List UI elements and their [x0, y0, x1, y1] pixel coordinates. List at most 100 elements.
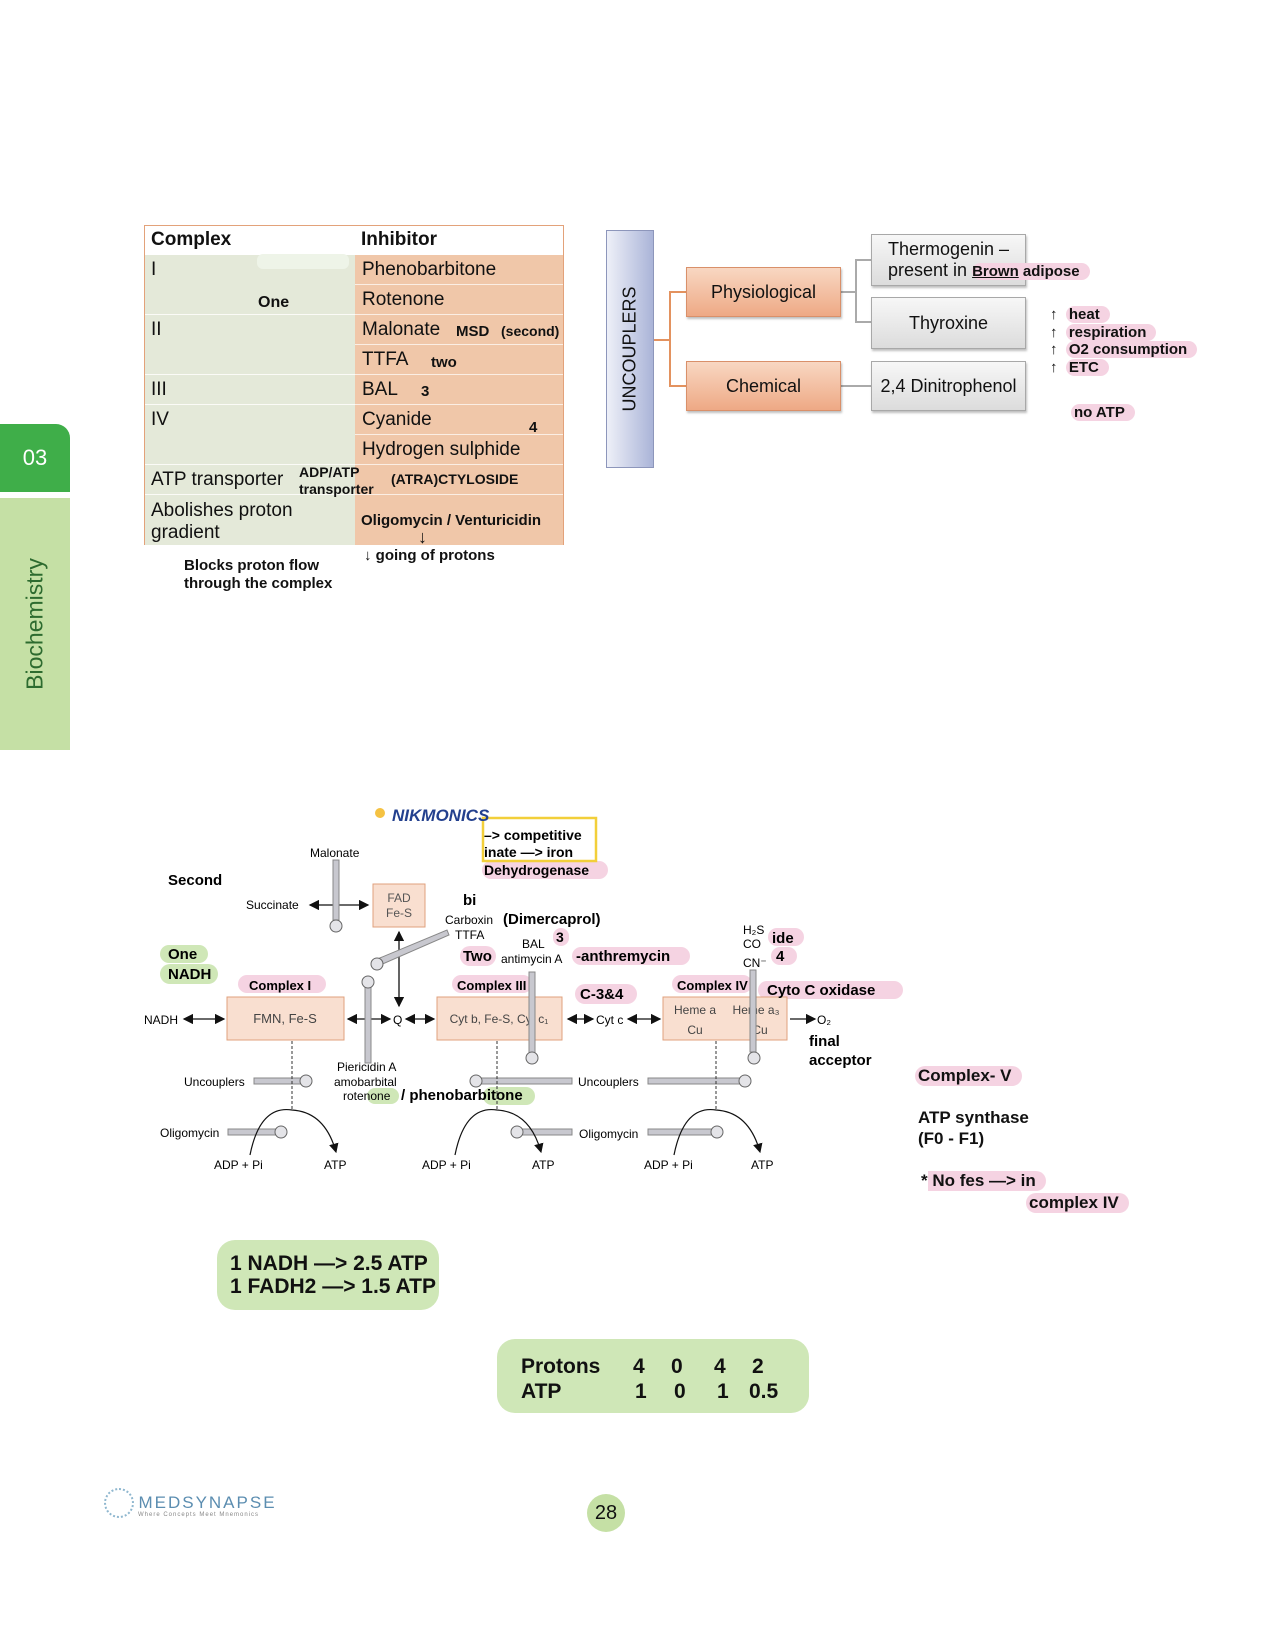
svg-text:ide: ide — [772, 930, 794, 947]
effect-item: heat — [1065, 306, 1110, 323]
divider — [145, 494, 355, 495]
table-row — [355, 285, 563, 315]
svg-text:amobarbital: amobarbital — [334, 1075, 397, 1089]
brown-text: Brown — [972, 262, 1019, 280]
erased-mark — [257, 254, 349, 269]
svg-text:H₂S: H₂S — [743, 923, 764, 937]
thyroxine-box: Thyroxine — [871, 297, 1026, 349]
note-nadh: NADH — [168, 966, 211, 983]
note-one: One — [168, 946, 197, 963]
table-row — [355, 435, 563, 465]
svg-text:C-3&4: C-3&4 — [580, 986, 624, 1003]
complex-i-box — [226, 996, 345, 1041]
svg-text:CN⁻: CN⁻ — [743, 956, 767, 970]
note-two: two — [431, 354, 457, 371]
page-number: 28 — [587, 1494, 625, 1532]
svg-text:rotenone: rotenone — [343, 1089, 391, 1103]
table-row — [355, 345, 563, 375]
inhibitor-label: BAL — [362, 379, 398, 400]
lightbulb-icon — [375, 808, 385, 818]
row-label: Protons — [515, 1355, 607, 1378]
table-row — [355, 405, 563, 435]
no-fes-note: * No fes —> in — [918, 1171, 1046, 1191]
divider — [145, 314, 355, 315]
svg-text:Complex I: Complex I — [249, 978, 311, 993]
svg-text:TTFA: TTFA — [455, 928, 484, 942]
note-blocks-1: Blocks proton flow — [184, 557, 319, 574]
protons-atp-table: Protons ATP 4 0 4 2 1 0 1 0.5 — [497, 1339, 809, 1413]
note-going-protons: ↓ going of protons — [364, 547, 495, 564]
value-cell: 0 — [674, 1380, 686, 1403]
value-cell: 1 — [635, 1380, 647, 1403]
svg-text:Two: Two — [463, 948, 492, 965]
svg-text:3: 3 — [556, 929, 564, 945]
svg-text:antimycin A: antimycin A — [501, 952, 562, 966]
svg-text:bi: bi — [463, 892, 476, 909]
uncouplers-connectors — [654, 259, 871, 387]
subject-tab: Biochemistry — [0, 498, 70, 750]
complex-label: Abolishes proton — [151, 500, 293, 521]
table-row — [355, 375, 563, 405]
svg-text:/ phenobarbitone: / phenobarbitone — [401, 1087, 523, 1104]
svg-text:FAD: FAD — [387, 891, 411, 905]
svg-text:acceptor: acceptor — [809, 1052, 872, 1069]
svg-text:NADH: NADH — [144, 1013, 178, 1027]
svg-text:Malonate: Malonate — [310, 846, 360, 860]
up-arrow-icon: ↑ — [1050, 323, 1058, 341]
svg-text:ADP + Pi: ADP + Pi — [644, 1158, 693, 1172]
up-arrow-icon: ↑ — [1050, 358, 1058, 376]
value-cell: 0 — [671, 1355, 683, 1378]
divider — [145, 464, 355, 465]
value-cell: 2 — [752, 1355, 764, 1378]
table-row — [355, 495, 563, 545]
inhibitor-label: Malonate — [362, 319, 441, 340]
divider — [145, 404, 355, 405]
svg-text:Oligomycin: Oligomycin — [579, 1127, 638, 1141]
svg-text:Carboxin: Carboxin — [445, 913, 493, 927]
fadh2-yield: 1 FADH2 —> 1.5 ATP — [230, 1275, 436, 1298]
inhibitor-label: Rotenone — [362, 289, 445, 310]
nikmonics-logo: NIKMONICS — [392, 806, 490, 825]
svg-text:Q: Q — [393, 1013, 402, 1027]
no-atp-note: no ATP — [1071, 404, 1135, 421]
note-three: 3 — [421, 383, 430, 400]
svg-text:Oligomycin: Oligomycin — [160, 1126, 219, 1140]
note-msd: MSD — [456, 323, 490, 340]
physiological-box: Physiological — [686, 267, 841, 317]
note-second: (second) — [501, 323, 560, 339]
note: –> competitive — [484, 827, 582, 843]
complex-iv-note: complex IV — [1026, 1193, 1129, 1213]
inhibitor-table: Complex Inhibitor I II III IV ATP transp… — [144, 225, 564, 546]
svg-text:Cyt b, Fe-S, Cyt c₁: Cyt b, Fe-S, Cyt c₁ — [450, 1012, 549, 1026]
thermogenin-line2: present in Brown adipose — [888, 260, 1090, 282]
adipose-text: adipose — [1018, 262, 1080, 280]
value-cell: 0.5 — [749, 1380, 779, 1403]
svg-text:CO: CO — [743, 937, 761, 951]
etc-diagram: NIKMONICS –> competitive inate —> iron D… — [144, 806, 903, 1172]
note-second: Second — [168, 872, 222, 889]
svg-text:ATP: ATP — [324, 1158, 346, 1172]
effect-item: ETC — [1065, 358, 1109, 376]
svg-text:Cyt c: Cyt c — [596, 1013, 623, 1027]
effect-item: respiration — [1065, 323, 1157, 341]
inhibitor-label: Cyanide — [362, 409, 432, 430]
inhibitor-label: Oligomycin / Venturicidin — [361, 512, 542, 529]
svg-text:-anthremycin: -anthremycin — [576, 948, 670, 965]
svg-text:Uncouplers: Uncouplers — [184, 1075, 245, 1089]
svg-text:BAL: BAL — [522, 937, 545, 951]
svg-text:ADP + Pi: ADP + Pi — [422, 1158, 471, 1172]
atp-yield-box: 1 NADH —> 2.5 ATP 1 FADH2 —> 1.5 ATP — [217, 1240, 439, 1310]
complex-iv-box — [662, 996, 788, 1041]
svg-text:Heme a: Heme a — [674, 1003, 716, 1017]
up-arrow-icon: ↑ — [1050, 341, 1058, 358]
up-arrow-icon: ↑ — [1050, 306, 1058, 323]
brand-name: MEDSYNAPSE — [138, 1493, 277, 1512]
medsynapse-logo: MEDSYNAPSE Where Concepts Meet Mnemonics — [104, 1488, 277, 1518]
svg-text:(Dimercaprol): (Dimercaprol) — [503, 911, 601, 928]
svg-text:Complex III: Complex III — [457, 978, 526, 993]
complex-iii-box — [436, 996, 563, 1041]
uncouplers-bar: UNCOUPLERS — [606, 230, 654, 468]
thermogenin-box: Thermogenin – present in Brown adipose — [871, 234, 1090, 286]
complex-label: gradient — [151, 522, 220, 543]
table-row — [355, 315, 563, 345]
